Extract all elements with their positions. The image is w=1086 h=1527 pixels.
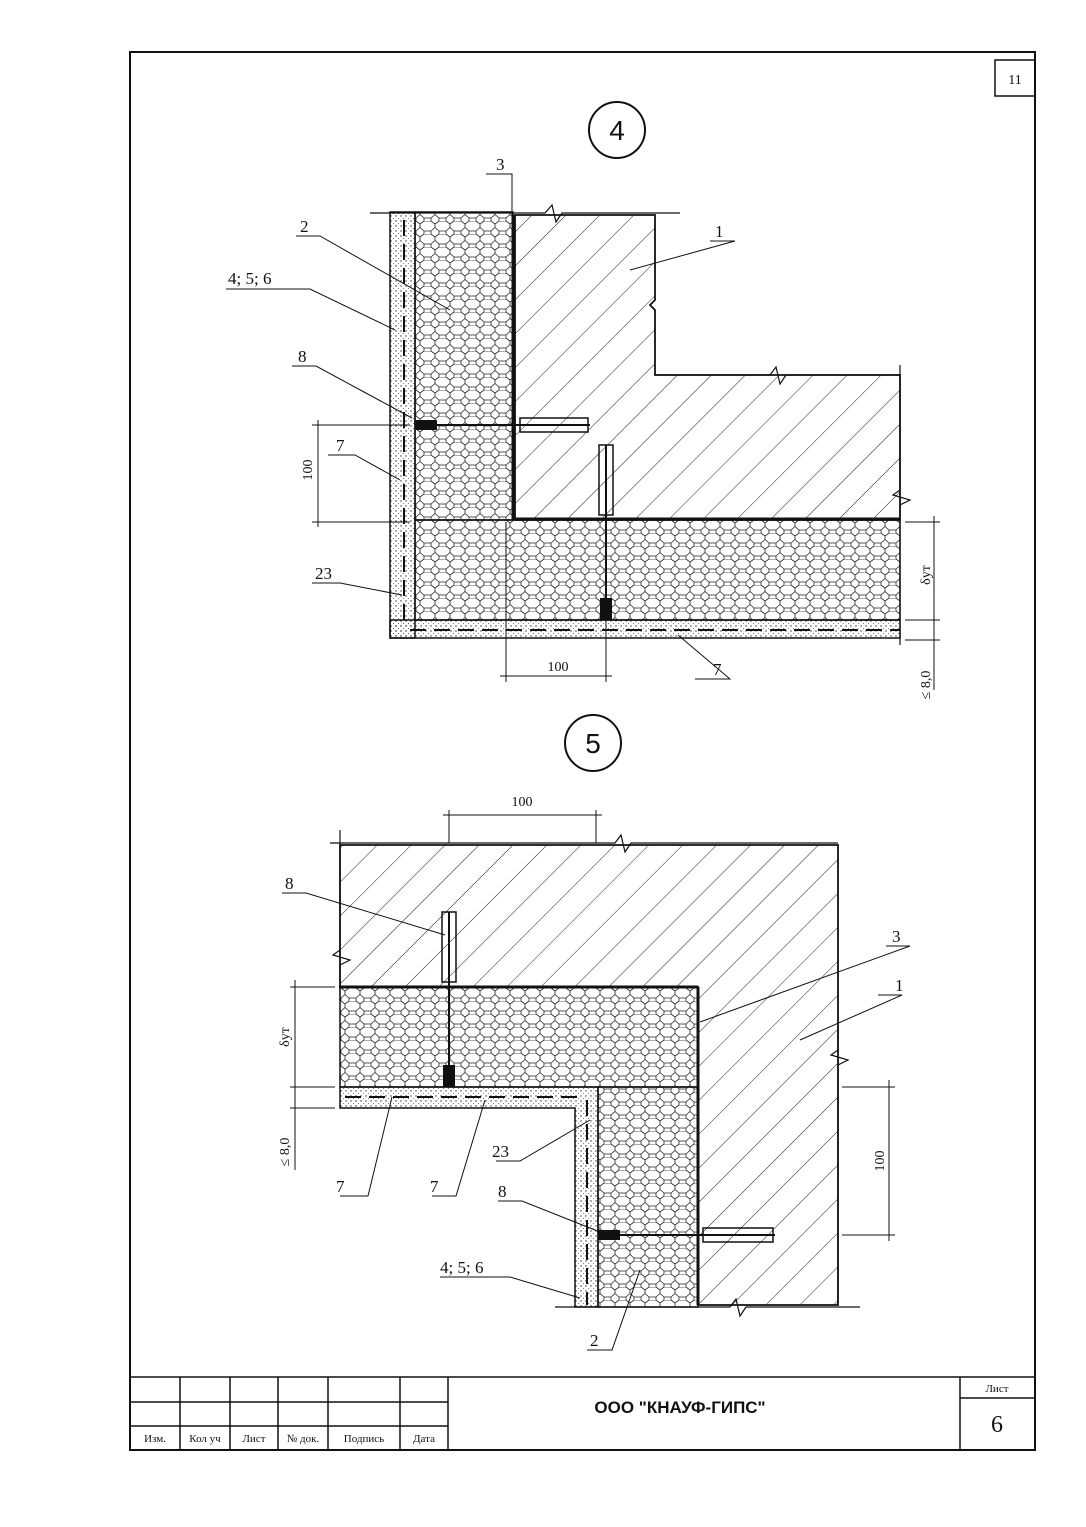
label-8-top: 8 (285, 874, 294, 893)
break-line-2 (655, 365, 900, 386)
concrete-wall (514, 214, 901, 521)
dowel-vertical (441, 911, 457, 1087)
break-line-2 (331, 830, 352, 1000)
dim-100-right: 100 (873, 1151, 888, 1172)
label-23: 23 (315, 564, 332, 583)
label-2: 2 (590, 1331, 599, 1350)
title-block (130, 1376, 1035, 1450)
dim-plaster-max: ≤ 8,0 (919, 671, 934, 700)
dowel-horizontal (598, 1227, 775, 1243)
label-8-bottom: 8 (498, 1182, 507, 1201)
dim-insulation-thickness: δут (278, 1027, 293, 1047)
col-data: Дата (413, 1433, 435, 1445)
col-podpis: Подпись (344, 1433, 384, 1445)
detail-5-marker (564, 714, 622, 772)
col-izm: Изм. (144, 1433, 166, 1445)
label-7-left: 7 (336, 1177, 345, 1196)
label-2: 2 (300, 217, 309, 236)
detail-4: 4 (226, 101, 940, 700)
col-list: Лист (242, 1433, 265, 1445)
label-4-5-6: 4; 5; 6 (440, 1258, 483, 1277)
dowel-horizontal (415, 417, 590, 433)
sheet-label: Лист (985, 1383, 1008, 1395)
insulation-vertical (414, 211, 514, 521)
label-8: 8 (298, 347, 307, 366)
sheet-frame (129, 51, 1036, 1451)
label-7-right: 7 (430, 1177, 439, 1196)
dim-100-top: 100 (512, 795, 533, 810)
sheet-number: 6 (991, 1412, 1003, 1438)
detail-4-marker (588, 101, 646, 159)
label-7-vertical: 7 (336, 436, 345, 455)
detail-5-number: 5 (585, 728, 601, 759)
dim-100-horizontal: 100 (548, 660, 569, 675)
insulation-vertical (597, 1086, 699, 1308)
label-3: 3 (496, 155, 505, 174)
label-1: 1 (895, 976, 904, 995)
label-23: 23 (492, 1142, 509, 1161)
insulation-horizontal (339, 986, 699, 1088)
detail-4-number: 4 (609, 115, 625, 146)
label-4-5-6: 4; 5; 6 (228, 269, 271, 288)
label-1: 1 (715, 222, 724, 241)
label-3: 3 (892, 927, 901, 946)
break-line (370, 203, 680, 224)
break-line-3 (891, 365, 912, 645)
break-line-4 (829, 1030, 850, 1305)
dim-plaster-max: ≤ 8,0 (278, 1138, 293, 1167)
break-line (330, 833, 838, 854)
dim-insulation-thickness: δут (919, 565, 934, 585)
detail-5: 5 (278, 714, 911, 1351)
page-badge-box (994, 59, 1036, 97)
col-kol-uch: Кол уч (189, 1433, 221, 1445)
page-badge: 11 (1008, 73, 1021, 88)
company-name: ООО "КНАУФ-ГИПС" (594, 1398, 765, 1417)
label-7-horizontal: 7 (713, 660, 722, 679)
col-doc: № док. (287, 1433, 320, 1445)
break-line-3 (555, 1297, 860, 1318)
insulation-horizontal (414, 519, 901, 621)
dim-100-vertical: 100 (301, 460, 316, 481)
